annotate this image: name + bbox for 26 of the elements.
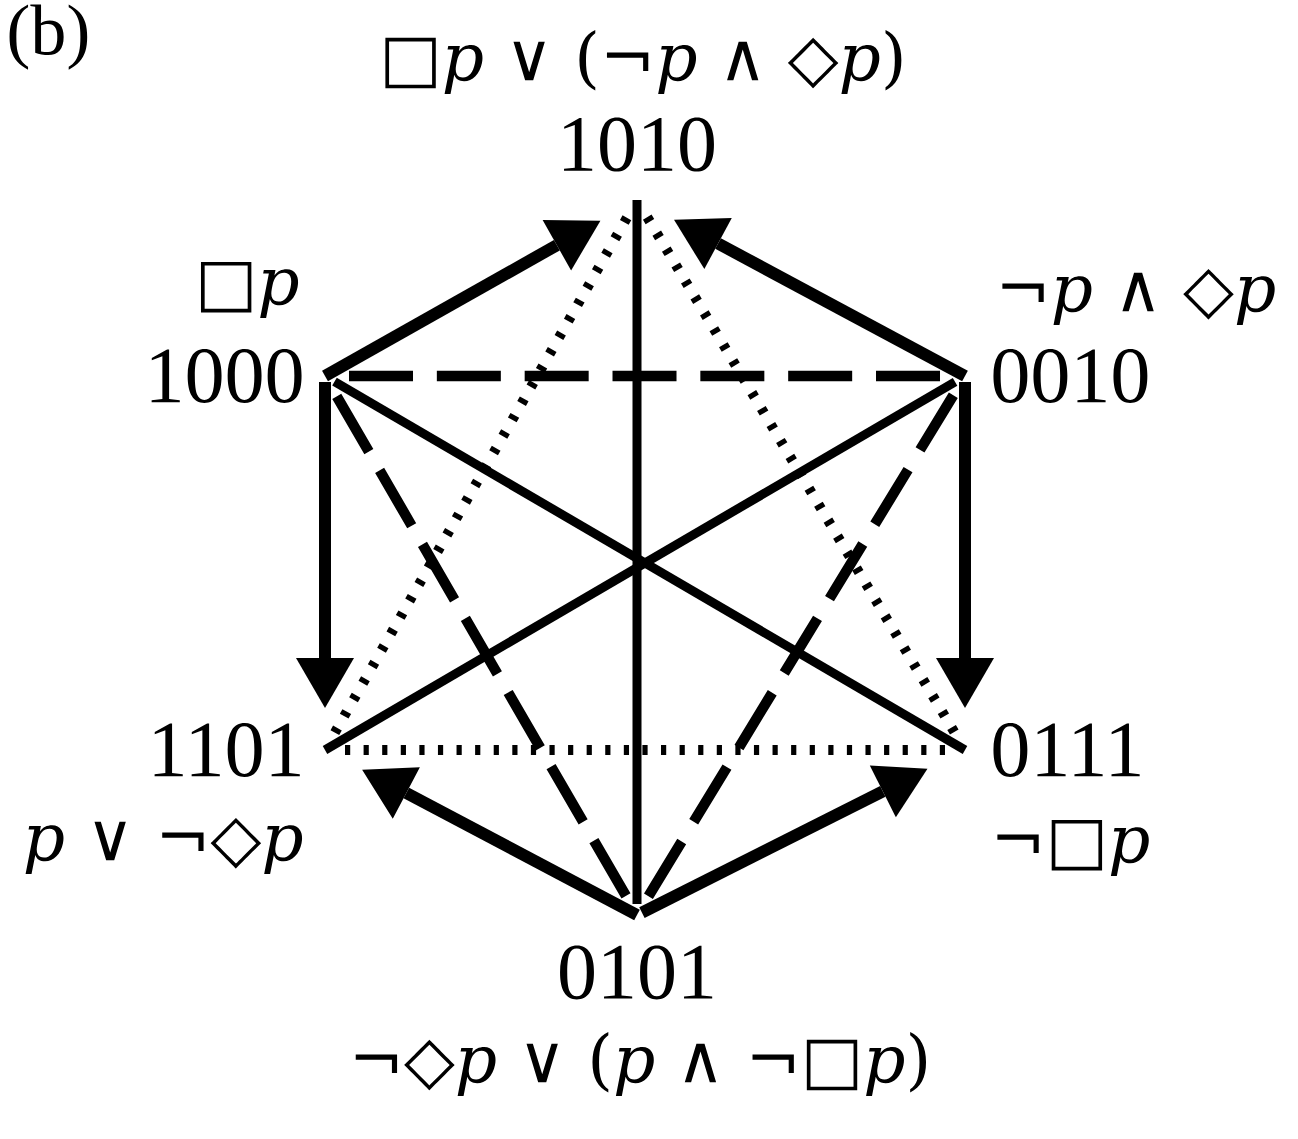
dashed-line: [332, 393, 631, 899]
dashed-line: [349, 370, 940, 382]
dotted-line: [330, 215, 632, 736]
arrow: [639, 765, 928, 918]
vertex-label: 1010: [564, 117, 714, 172]
arrow: [936, 382, 994, 708]
dashed-line: [644, 392, 958, 899]
dotted-line: [345, 745, 945, 755]
vertex-label: 0101: [560, 945, 713, 1000]
formula-label: ¬p ∧ ◇p: [1002, 268, 1275, 326]
formula-label: p ∨ ¬◇p: [25, 817, 303, 875]
vertex-label: 0111: [993, 723, 1140, 777]
formula-label: □p ∨ (¬p ∧ ◇p): [385, 30, 902, 94]
formula-label: ¬□p: [997, 819, 1149, 877]
formula-label: □p: [201, 261, 299, 319]
arrow: [362, 767, 640, 921]
vertex-label: 0010: [993, 349, 1148, 403]
vertex-label: 1000: [151, 349, 302, 403]
panel-label: (b): [9, 4, 88, 70]
arrow: [322, 219, 601, 382]
arrow: [674, 217, 968, 382]
dotted-line: [642, 214, 959, 735]
arrow: [296, 382, 354, 708]
formula-label: ¬◇p ∨ (p ∧ ¬□p): [355, 1032, 926, 1096]
line: [632, 200, 642, 904]
vertex-label: 1101: [154, 723, 300, 777]
